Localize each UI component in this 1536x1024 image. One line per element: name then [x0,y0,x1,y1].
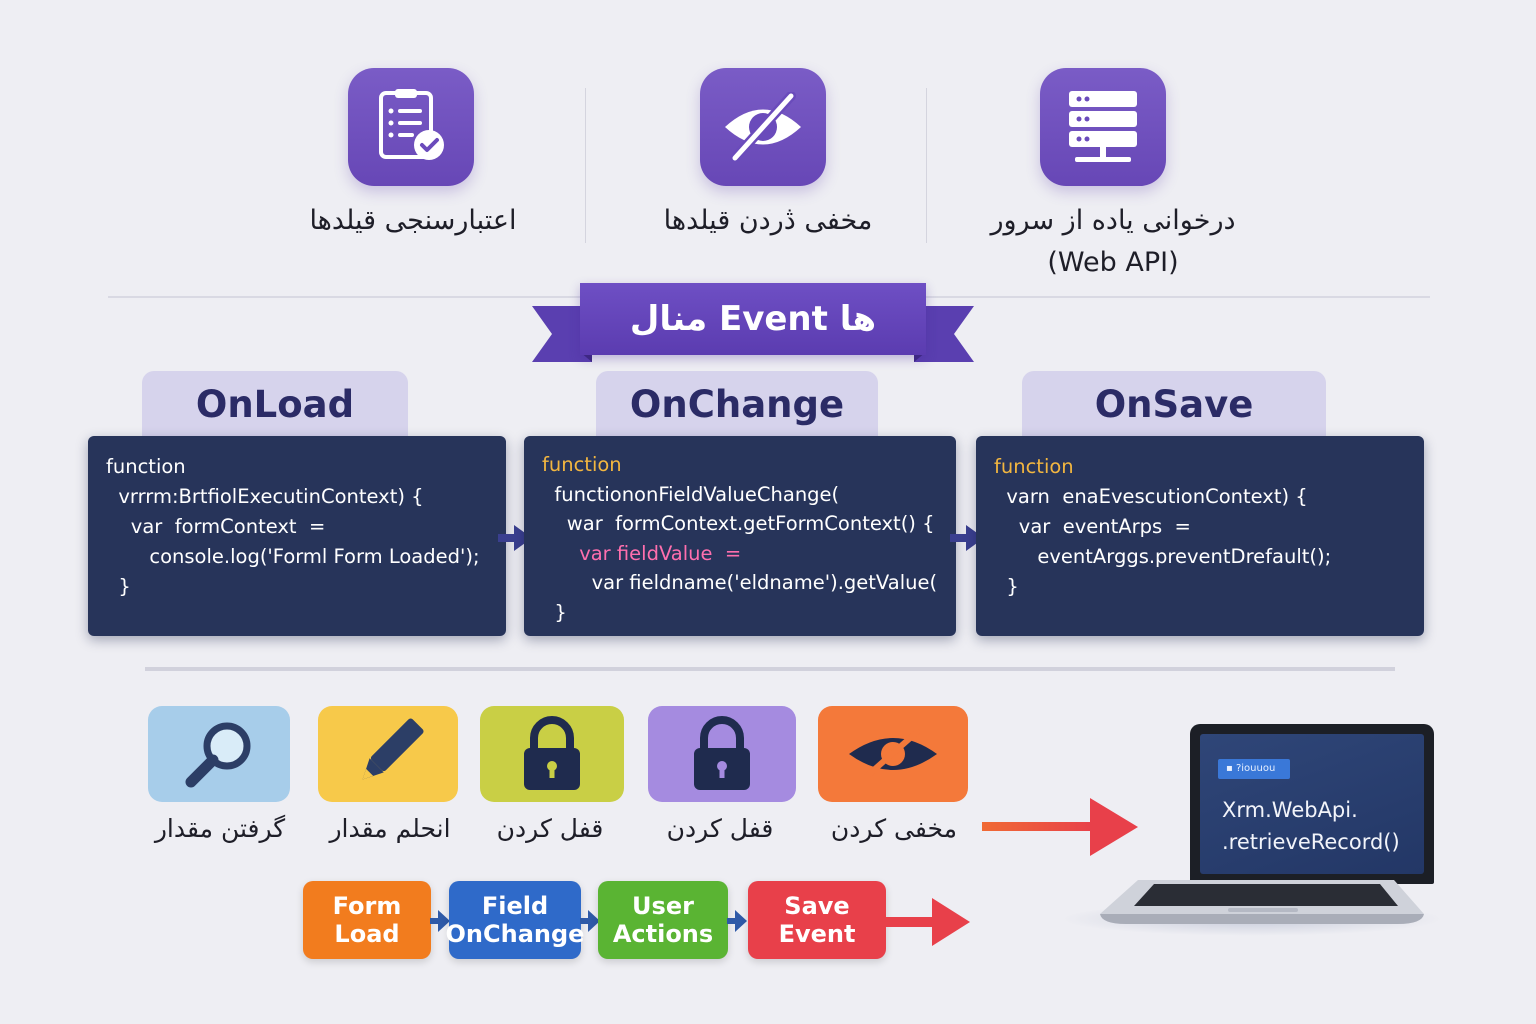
code-line: } [994,575,1019,598]
tab-label: OnLoad [195,382,355,426]
laptop-code-line: Xrm.WebApi. [1222,798,1358,822]
arrow-right-icon [950,525,984,551]
eye-slash-icon [849,729,937,779]
code-line: eventArggs.preventDrefault(); [994,545,1332,568]
action-label: گرفتن مقدار [154,814,286,843]
action-tile-lock-1[interactable] [480,706,624,802]
code-line: } [106,575,131,598]
tab-onchange[interactable]: OnChange [596,371,878,437]
arrow-right-icon [727,910,747,932]
laptop-display: ▪ ?iouuou Xrm.WebApi. .retrieveRecord() [1200,734,1424,874]
action-label: مخفی کردن [830,814,958,843]
feature-icon-tile-validation [348,68,474,186]
feature-text: مخفی ڎردن قیلدها [663,205,873,236]
tab-label: OnChange [629,382,845,426]
tab-onload[interactable]: OnLoad [142,371,408,437]
pencil-icon [362,718,424,780]
code-line: var eventArps = [994,515,1191,538]
arrow-right-icon [580,910,600,932]
feature-divider [585,88,586,243]
flow-text: User [632,892,694,920]
tab-onsave[interactable]: OnSave [1022,371,1326,437]
feature-label-hide: مخفی ڎردن قیلدها [630,200,906,242]
code-line: function [542,453,622,476]
arrow-right-icon [884,898,970,946]
code-line: vrrrm:BrtfiolExecutinContext) { [106,485,424,508]
feature-text: اعتبارسنجی قیلدها [309,205,517,236]
laptop-tab-chip: ▪ ?iouuou [1218,759,1290,779]
code-line: function [994,455,1074,478]
code-line: console.log('Forml Form Loaded'); [106,545,480,568]
section-divider [145,667,1395,671]
flow-text: Event [778,920,856,948]
feature-label-server: درخوانی یاده از سرور (Web API) [960,200,1266,284]
flow-text: Form [332,892,402,920]
code-box-onsave: function varn enaEvescutionContext) { va… [976,436,1424,636]
arrow-right-icon [498,525,532,551]
lock-icon [524,716,580,790]
flow-text: Actions [612,920,714,948]
code-line: war formContext.getFormContext() { [542,512,935,535]
arrow-right-icon [982,798,1138,856]
arrow-right-icon [430,910,450,932]
checklist-icon [379,89,444,160]
feature-icon-tile-server [1040,68,1166,186]
laptop-screen: ▪ ?iouuou Xrm.WebApi. .retrieveRecord() [1190,724,1434,884]
flow-text: Save [784,892,850,920]
code-line: functiononFieldValueChange( [542,482,840,506]
code-line: var formContext = [106,515,326,538]
flow-text: Load [334,920,400,948]
events-ribbon-title: منال Event ها [580,283,926,355]
action-label: قفل کردن [496,814,604,843]
flow-text: Field [481,892,549,920]
action-tile-lock-2[interactable] [648,706,796,802]
code-line: function [106,455,186,478]
code-line: } [542,600,567,624]
laptop-code: Xrm.WebApi. .retrieveRecord() [1222,794,1400,858]
code-line: varn enaEvescutionContext) { [994,485,1308,508]
ribbon-text: منال Event ها [629,299,877,339]
feature-subtext: (Web API) [1047,247,1179,278]
action-label: قفل کردن [666,814,774,843]
action-tile-get-value[interactable] [148,706,290,802]
feature-divider [926,88,927,243]
tab-label: OnSave [1094,382,1254,426]
code-box-onchange: function functiononFieldValueChange( war… [524,436,956,636]
search-icon [185,722,251,788]
flow-text: OnChange [445,920,585,948]
action-label: انحلم مقدار [329,814,451,843]
laptop-code-line: .retrieveRecord() [1222,830,1400,854]
laptop-base [1100,880,1424,924]
code-box-onload: function vrrrm:BrtfiolExecutinContext) {… [88,436,506,636]
action-tile-set-value[interactable] [318,706,458,802]
code-line: var fieldname('eldname').getValue(); [542,571,938,594]
code-line: var fieldValue = [542,541,742,565]
lock-icon [694,716,750,790]
feature-icon-tile-hide [700,68,826,186]
server-icon [1069,91,1137,162]
feature-label-validation: اعتبارسنجی قیلدها [280,200,546,242]
eye-slash-icon [725,92,801,162]
feature-text: درخوانی یاده از سرور [990,205,1236,236]
action-tile-hide[interactable] [818,706,968,802]
